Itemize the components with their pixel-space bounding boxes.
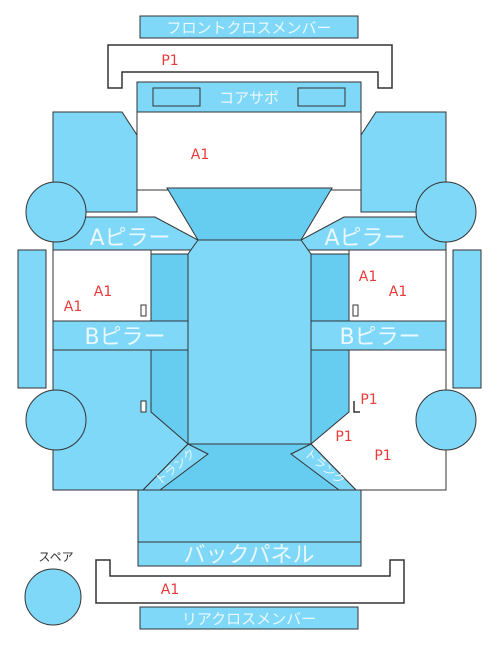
right-front-fender[interactable]: [360, 111, 447, 213]
trunk-lid[interactable]: [137, 489, 362, 543]
roof[interactable]: [187, 239, 312, 445]
left-front-door-handle: [140, 304, 147, 317]
front-cross-member-box[interactable]: [139, 15, 359, 39]
a-pillar-right-label: Aピラー: [324, 226, 405, 251]
mark-right-rear-2: P1: [374, 448, 391, 464]
spare-label: スペア: [38, 550, 73, 564]
mark-front-cross: P1: [161, 53, 178, 69]
front-cross-member-bracket: [107, 44, 393, 89]
left-side-sill[interactable]: [17, 249, 47, 389]
core-support-label: コアサポ: [219, 89, 279, 107]
front-right-wheel[interactable]: [415, 181, 477, 243]
back-panel[interactable]: [137, 541, 362, 567]
rear-right-wheel[interactable]: [415, 389, 477, 451]
core-support-right-window: [297, 87, 346, 107]
hood-area: [136, 111, 362, 191]
spare-tire[interactable]: [24, 568, 82, 626]
b-pillar-right-label: Bピラー: [339, 325, 420, 350]
mark-right-rear-door: P1: [360, 392, 377, 408]
b-pillar-left-label: Bピラー: [84, 325, 165, 350]
back-panel-label: バックパネル: [184, 543, 315, 568]
mark-rear-cross: A1: [161, 582, 179, 598]
front-cross-member-label: フロントクロスメンバー: [166, 19, 331, 37]
core-support-left-window: [152, 87, 201, 107]
front-left-wheel[interactable]: [25, 181, 87, 243]
right-rear-door-handle: [353, 401, 360, 413]
mark-right-1: A1: [359, 269, 377, 285]
rear-cross-member-bracket: [95, 559, 405, 604]
rear-cross-member-label: リアクロスメンバー: [182, 610, 316, 628]
mark-left-1: A1: [94, 284, 112, 300]
rear-cross-member-box[interactable]: [139, 606, 359, 630]
a-pillar-left-label: Aピラー: [89, 226, 170, 251]
mark-right-2: A1: [389, 284, 407, 300]
windshield[interactable]: [166, 187, 333, 241]
right-side-sill[interactable]: [452, 249, 482, 389]
b-pillar-left[interactable]: [52, 320, 189, 351]
mark-right-rear-1: P1: [335, 429, 352, 445]
right-front-door-handle: [352, 304, 359, 317]
rear-left-wheel[interactable]: [25, 389, 87, 451]
mark-left-2: A1: [64, 299, 82, 315]
left-rear-door-handle: [140, 400, 147, 413]
mark-hood: A1: [191, 147, 209, 163]
